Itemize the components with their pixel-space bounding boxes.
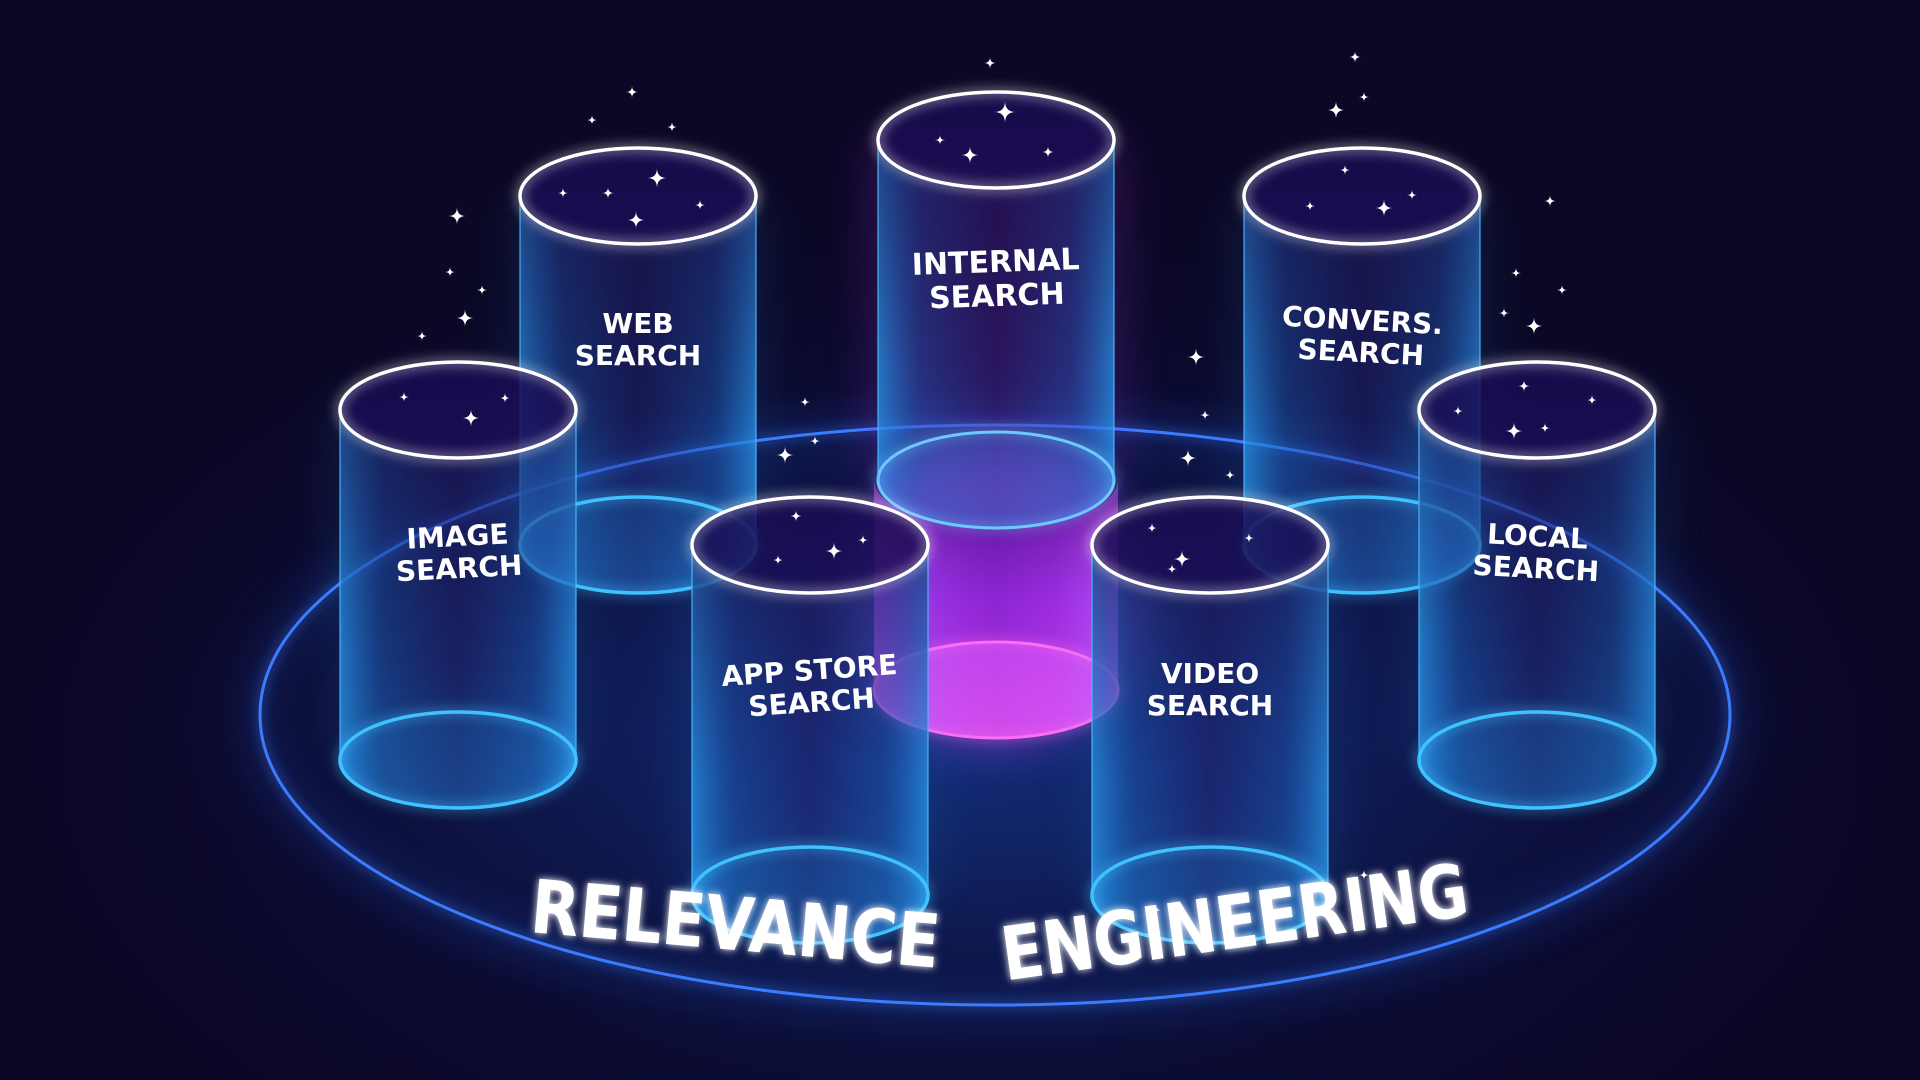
cylinder-label-line2: SEARCH [929,277,1066,317]
cylinder-label-line2: SEARCH [1297,333,1425,373]
cylinder-label-line1: VIDEO [1161,657,1259,690]
cylinder-label-line2: SEARCH [575,339,702,372]
cylinder-label-line2: SEARCH [1472,549,1600,589]
cylinder-label-line2: SEARCH [1147,689,1274,722]
cylinder-label-line1: WEB [602,307,673,340]
cylinder-label-line2: SEARCH [395,549,523,589]
